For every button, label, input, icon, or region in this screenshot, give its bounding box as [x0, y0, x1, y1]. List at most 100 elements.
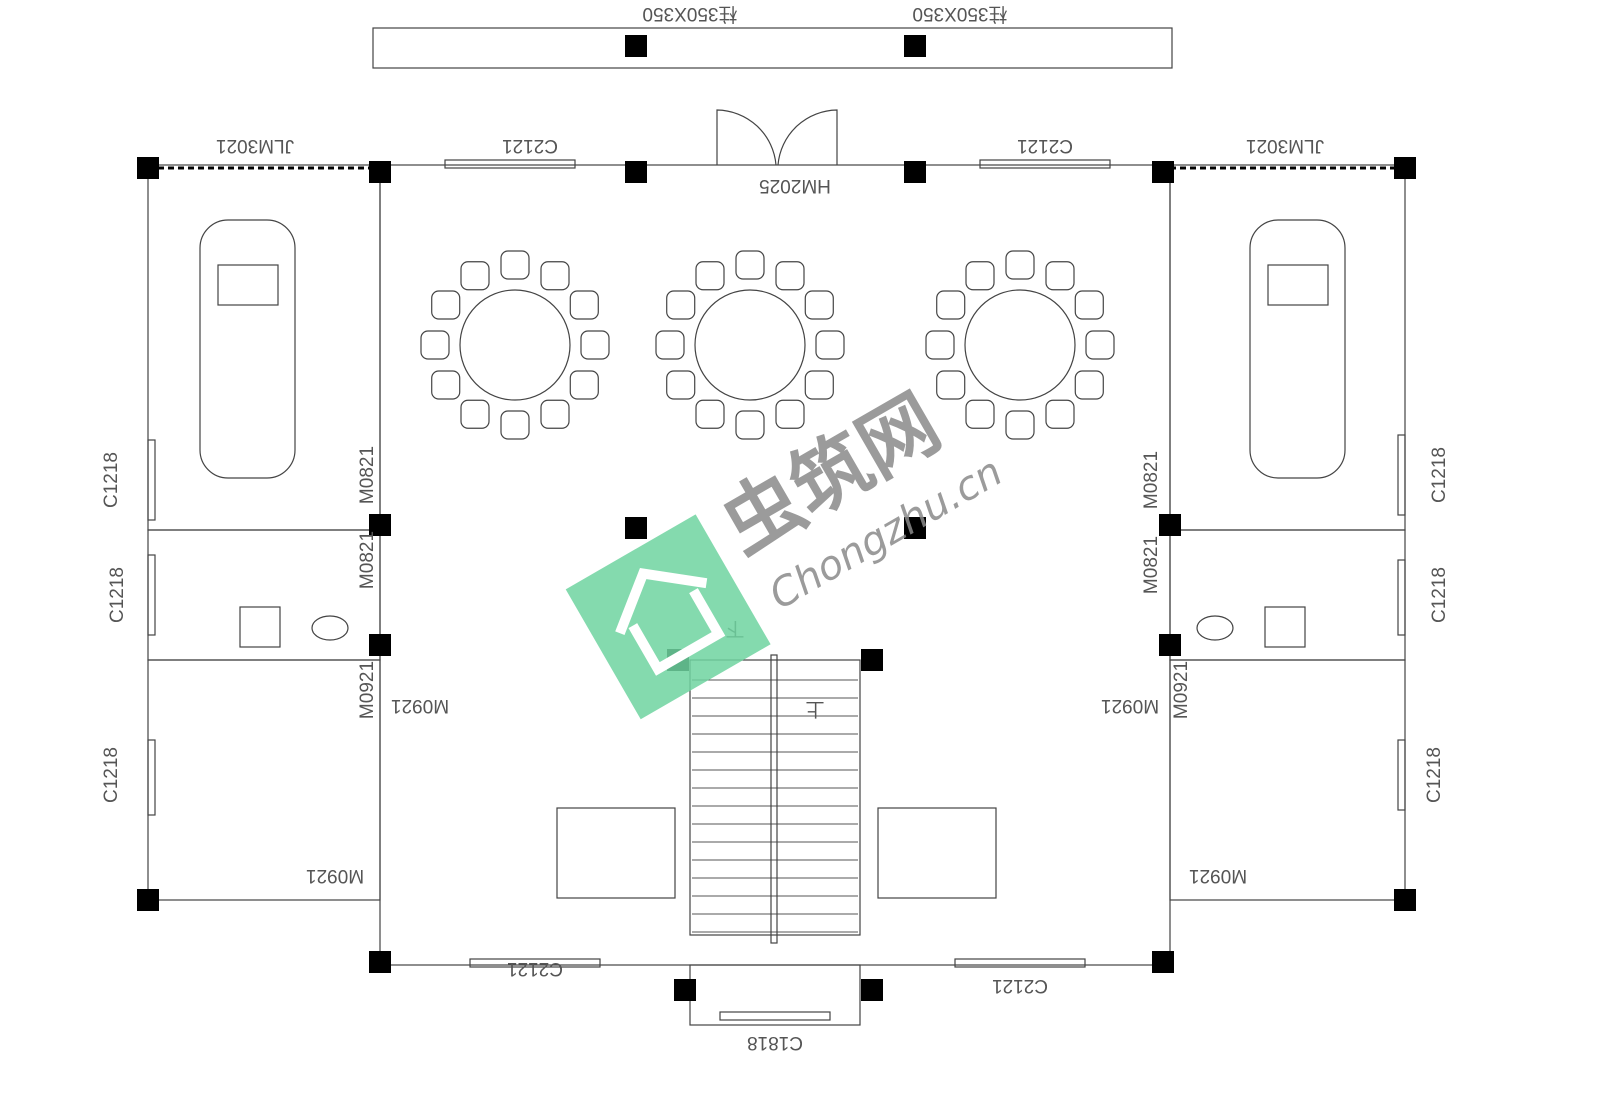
bed [877, 807, 997, 899]
bed [556, 807, 676, 899]
label-column-note: 柱350X350 [912, 3, 1007, 25]
shower [239, 606, 281, 648]
chair [420, 330, 450, 360]
label-garage-door-left: JLM3021 [216, 135, 294, 156]
label-door-right-bedroom: M0921 [1101, 695, 1159, 716]
furniture [199, 219, 1346, 944]
column [137, 157, 159, 179]
chair [1045, 399, 1075, 429]
label-window-top-right: C2121 [1017, 135, 1073, 156]
chair [1045, 261, 1075, 291]
label-window-left-bath: C1218 [107, 567, 128, 623]
stair-handrail [770, 654, 778, 944]
label-door-left-kitchen-outer: M0921 [306, 865, 364, 886]
chair [1005, 250, 1035, 280]
chair [695, 261, 725, 291]
chair [580, 330, 610, 360]
label-door-right-garage: M0821 [1141, 451, 1162, 509]
car-windshield [1267, 264, 1329, 306]
label-window-right-kitchen: C1218 [1424, 747, 1445, 803]
label-window-left-kitchen: C1218 [101, 747, 122, 803]
column [861, 649, 883, 671]
chair [569, 290, 599, 320]
label-window-stair: C1818 [747, 1032, 803, 1053]
chair [431, 290, 461, 320]
wall-outline [689, 659, 861, 936]
wall-outline [689, 964, 861, 1026]
column [625, 35, 647, 57]
column [137, 889, 159, 911]
chair [775, 261, 805, 291]
chair [695, 399, 725, 429]
chair [1074, 290, 1104, 320]
chair [1074, 370, 1104, 400]
chair [569, 370, 599, 400]
wall-outline [1169, 529, 1406, 661]
round-table [459, 289, 571, 401]
column [861, 979, 883, 1001]
chair [1085, 330, 1115, 360]
label-garage-door-right: JLM3021 [1246, 135, 1324, 156]
chair [460, 399, 490, 429]
main-door [716, 109, 838, 166]
window [444, 159, 576, 169]
chair [925, 330, 955, 360]
watermark: 虫筑网 Chongzhu.cn [565, 378, 1010, 720]
walls [147, 27, 1406, 1026]
label-door-right-kitchen-outer: M0921 [1189, 865, 1247, 886]
label-window-right-garage: C1218 [1429, 447, 1450, 503]
column [369, 951, 391, 973]
wall-outline [372, 27, 1173, 69]
label-stair-up: 上 [805, 698, 824, 720]
car [1249, 219, 1346, 479]
house-icon [615, 567, 726, 676]
chair [775, 399, 805, 429]
column [1394, 889, 1416, 911]
car-windshield [217, 264, 279, 306]
chair [936, 370, 966, 400]
label-window-left-garage: C1218 [101, 452, 122, 508]
chair [666, 290, 696, 320]
column [1394, 157, 1416, 179]
label-door-right-kitchen: M0921 [1171, 661, 1192, 719]
label-door-left-bedroom: M0921 [391, 695, 449, 716]
label-door-left-bath: M0821 [357, 531, 378, 589]
label-main-door: HM2025 [759, 175, 831, 196]
chair [965, 261, 995, 291]
column [369, 161, 391, 183]
chair [735, 250, 765, 280]
column [369, 514, 391, 536]
round-table [964, 289, 1076, 401]
wall-outline [147, 659, 381, 901]
wall-outline [147, 529, 381, 661]
sink [311, 615, 349, 641]
chair [936, 290, 966, 320]
sink [1196, 615, 1234, 641]
chair [1005, 410, 1035, 440]
column [625, 517, 647, 539]
label-window-top-left: C2121 [502, 135, 558, 156]
chair [815, 330, 845, 360]
side-window [1397, 434, 1406, 516]
side-window [1397, 739, 1406, 811]
car [199, 219, 296, 479]
side-window [147, 439, 156, 521]
column [369, 634, 391, 656]
chair [540, 261, 570, 291]
column [904, 35, 926, 57]
window [469, 958, 601, 968]
side-window [147, 554, 156, 636]
column [904, 517, 926, 539]
columns [137, 35, 1416, 1001]
column [1159, 634, 1181, 656]
label-door-right-bath: M0821 [1141, 536, 1162, 594]
column [1159, 514, 1181, 536]
chair [500, 250, 530, 280]
chair [540, 399, 570, 429]
wall-outline [379, 164, 1171, 966]
side-window [1397, 559, 1406, 636]
chair [655, 330, 685, 360]
chair [431, 370, 461, 400]
chair [460, 261, 490, 291]
